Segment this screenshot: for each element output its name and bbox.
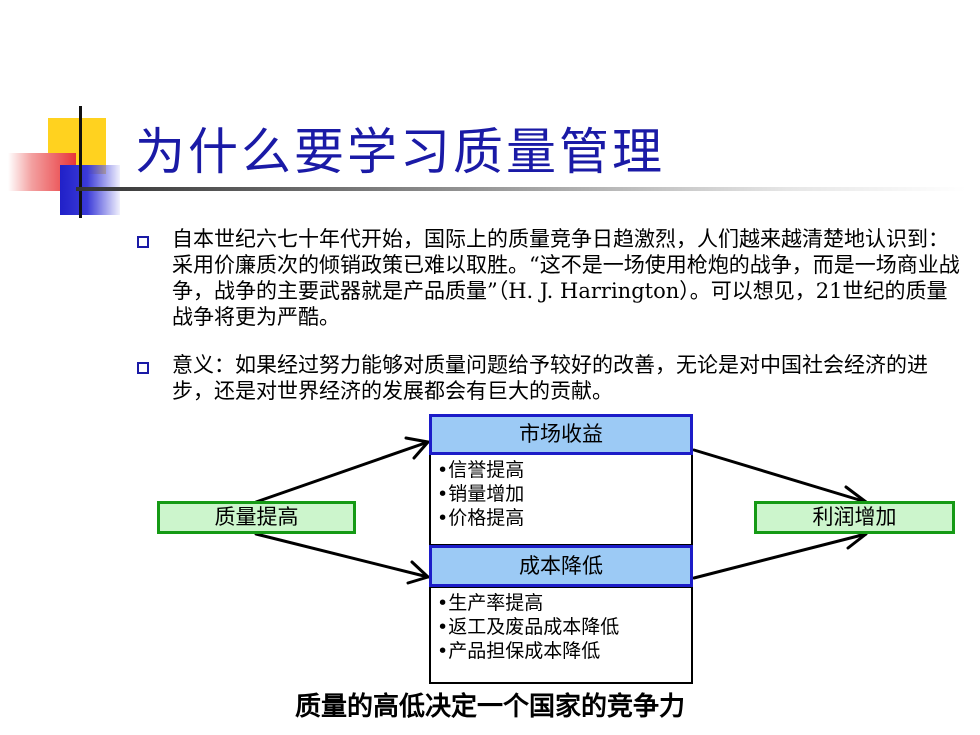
cost-item: •产品担保成本降低 [437,640,601,662]
bullet-text-1: 自本世纪六七十年代开始，国际上的质量竞争日趋激烈，人们越来越清楚地认识到：采用价… [172,227,960,329]
arrow-source-to-cost [254,532,430,579]
diagram-caption: 质量的高低决定一个国家的竞争力 [294,692,685,722]
arrow-market-to-target [692,448,868,504]
market-item: •销量增加 [437,483,525,505]
cost-item: •返工及废品成本降低 [437,616,620,638]
node-cost-reduce: 成本降低 [429,545,693,587]
market-items-box: •信誉提高 •销量增加 •价格提高 [429,453,693,546]
arrowhead-market [404,436,430,460]
arrowhead-cost [406,560,430,585]
title-underline [76,187,966,191]
market-item: •价格提高 [437,507,525,529]
node-market-gain: 市场收益 [429,414,693,455]
bullet-marker-1 [137,236,149,248]
decor-vertical-line [79,106,82,218]
market-item: •信誉提高 [437,459,525,481]
arrow-cost-to-target [692,532,868,580]
node-quality-improve: 质量提高 [157,501,356,534]
page-title: 为什么要学习质量管理 [135,123,665,181]
cost-item: •生产率提高 [437,592,544,614]
bullet-marker-2 [137,362,149,374]
arrow-source-to-market [254,440,430,504]
cost-items-box: •生产率提高 •返工及废品成本降低 •产品担保成本降低 [429,586,693,684]
bullet-text-2: 意义：如果经过努力能够对质量问题给予较好的改善，无论是对中国社会经济的进步，还是… [172,353,928,403]
node-profit-increase: 利润增加 [754,501,955,534]
